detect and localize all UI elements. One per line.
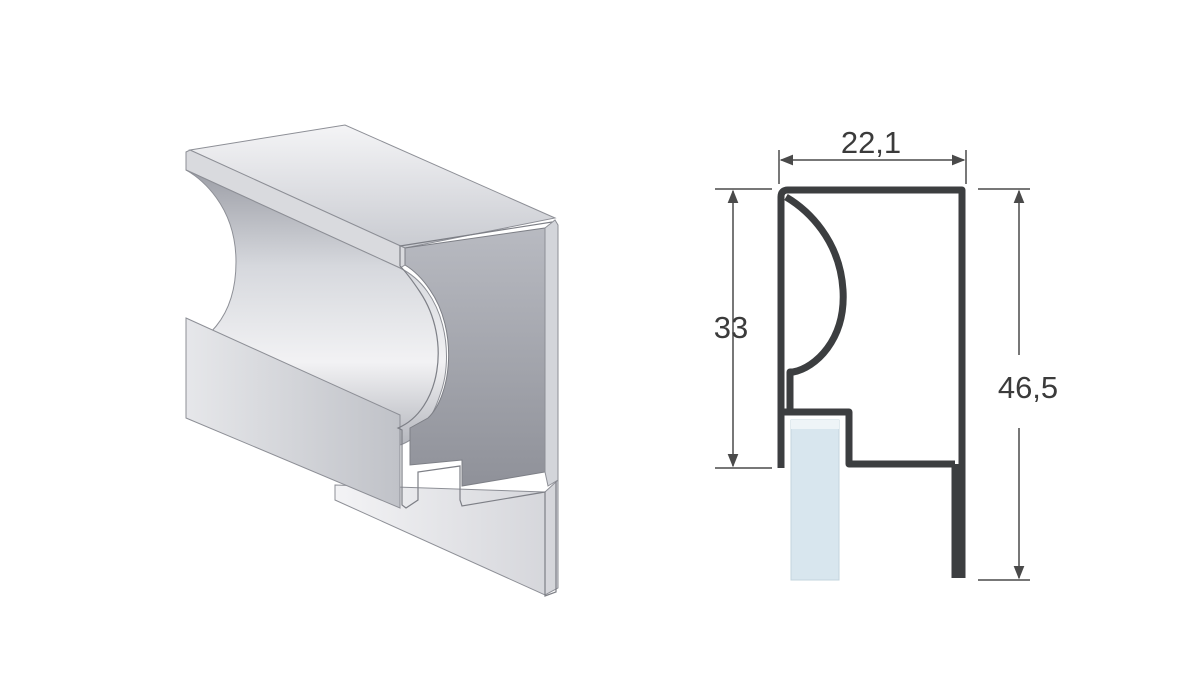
grip-height-dimension-label: 33 [714, 310, 748, 345]
width-dimension-label: 22,1 [841, 125, 901, 160]
profile-cove-outline [784, 193, 847, 414]
end-face-wall [396, 221, 557, 597]
profile-outline [777, 186, 966, 578]
glass-panel-edge [791, 420, 839, 429]
glass-panel-icon [790, 419, 840, 581]
end-face-rim [544, 219, 559, 487]
profile-glass-slot [781, 408, 955, 468]
end-face-cavity [404, 227, 546, 487]
height-dimension-label: 46,5 [998, 370, 1058, 405]
lower-front-face [185, 317, 401, 509]
